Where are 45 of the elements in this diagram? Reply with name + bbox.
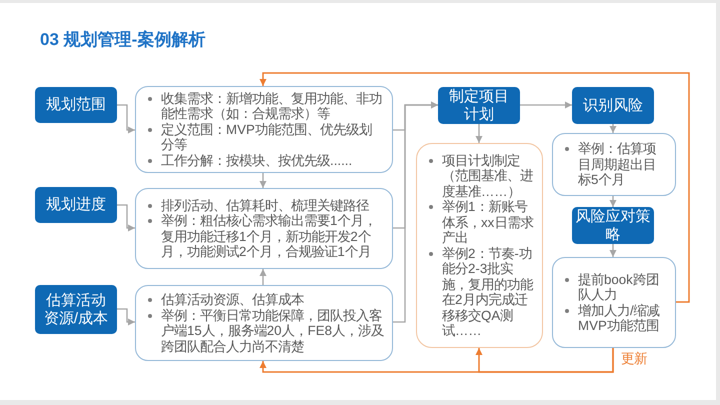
arrow xyxy=(476,348,614,373)
arrow xyxy=(610,196,616,207)
arrow xyxy=(117,204,135,232)
bullet-text: 举例2：节奏-功能分2-3批实施，复用的功能在2月内完成迁移移交QA测试…… xyxy=(426,246,536,338)
edge-label: 更新 xyxy=(619,351,649,367)
step-label: 制定项目计划 xyxy=(448,88,510,124)
arrow xyxy=(393,102,438,323)
bullet-text: 收集需求：新增功能、复用功能、非功能性需求（如：合规需求）等 xyxy=(145,90,384,122)
detail-card xyxy=(416,143,543,348)
bullet-text: 排列活动、估算耗时、梳理关键路径 xyxy=(145,198,384,213)
step-box xyxy=(438,87,520,124)
bullet-text: 举例1：新账号体系，xx日需求产出 xyxy=(426,199,536,246)
arrow xyxy=(117,104,135,134)
step-box xyxy=(35,187,117,223)
arrow xyxy=(520,102,572,108)
arrow xyxy=(610,124,616,133)
arrow xyxy=(260,72,690,303)
step-label: 识别风险 xyxy=(583,96,643,114)
arrow xyxy=(476,124,482,143)
step-box xyxy=(572,87,654,124)
step-label: 规划进度 xyxy=(46,196,106,214)
bullet-text: 工作分解：按模块、按优先级...... xyxy=(145,152,384,168)
bullet-text: 估算活动资源、估算成本 xyxy=(145,292,384,308)
arrow xyxy=(117,308,135,326)
bullet-text: 举例：估算项目周期超出目标5个月 xyxy=(562,141,663,188)
bullet-text: 项目计划制定（范围基准、进度基准……） xyxy=(426,152,536,199)
arrow xyxy=(610,244,616,257)
detail-card xyxy=(135,188,393,269)
detail-card xyxy=(552,257,676,348)
bullet-text: 增加人力/缩减MVP功能范围 xyxy=(562,302,663,334)
detail-card xyxy=(135,86,393,173)
step-label: 估算活动资源/成本 xyxy=(42,292,110,328)
arrow xyxy=(260,173,266,188)
bullet-text: 提前book跨团队人力 xyxy=(562,272,663,302)
bullet-text: 定义范围：MVP功能范围、优先级划分等 xyxy=(145,122,384,153)
bullet-text: 举例：平衡日常功能保障，团队投入客户端15人，服务端20人，FE8人，涉及跨团队配合人力尚不清楚 xyxy=(145,308,384,354)
bullet-text: 举例：粗估核心需求输出需要1个月，复用功能迁移1个月，新功能开发2个月，功能测试2个月，合规验证1个月 xyxy=(145,213,384,260)
detail-card xyxy=(135,285,393,361)
step-box xyxy=(35,87,117,123)
step-label: 规划范围 xyxy=(46,96,106,114)
detail-card xyxy=(552,133,676,196)
slide-title: 03 规划管理-案例解析 xyxy=(40,29,206,51)
step-label: 风险应对策略 xyxy=(575,208,651,244)
step-box xyxy=(35,285,117,334)
arrow xyxy=(260,269,266,285)
